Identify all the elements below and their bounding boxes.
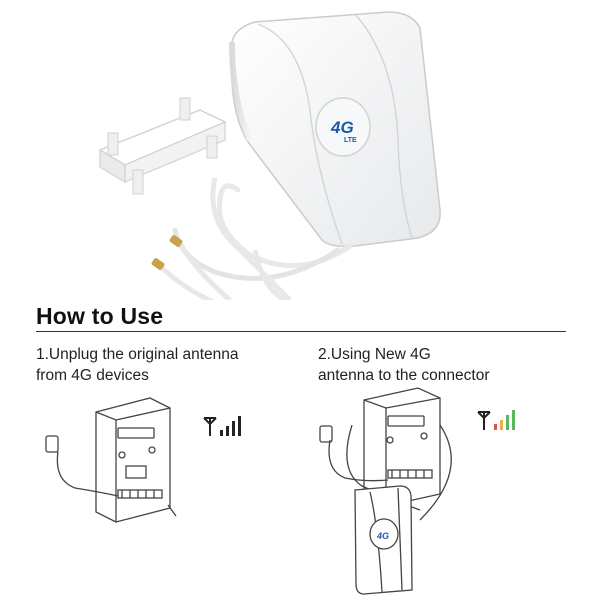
step-1-line-1: 1.Unplug the original antenna (36, 346, 239, 363)
4g-lte-badge: 4G LTE (315, 97, 371, 157)
step-2-antenna-illustration: 4G (354, 485, 413, 595)
step-1-text: 1.Unplug the original antenna from 4G de… (36, 344, 239, 386)
step-2-router-illustration (319, 387, 452, 521)
antenna-badge-text: 4G (376, 531, 389, 541)
step-1-router-illustration (45, 397, 177, 523)
how-to-use-heading: How to Use (36, 303, 164, 329)
step-1-signal-icon (203, 416, 241, 436)
badge-main-text: 4G (330, 118, 354, 137)
step-2-text: 2.Using New 4G antenna to the connector (318, 344, 490, 386)
step-2-signal-bar (506, 415, 509, 430)
step-2-signal-bar (512, 410, 515, 430)
step-1-line-2: from 4G devices (36, 367, 149, 384)
product-photo: 4G LTE (98, 11, 441, 300)
step-2-line-1: 2.Using New 4G (318, 346, 431, 363)
sma-connectors (151, 235, 232, 300)
heading-divider (36, 331, 566, 332)
step-1-signal-bar (226, 426, 229, 436)
step-2-signal-icon (477, 410, 515, 430)
step-1-signal-bar (238, 416, 241, 436)
step-1-signal-bar (220, 430, 223, 436)
step-1-signal-bar (232, 421, 235, 436)
step-2-line-2: antenna to the connector (318, 367, 490, 384)
mounting-bracket (98, 97, 227, 195)
step-2-signal-bar (494, 424, 497, 430)
step-2-signal-bar (500, 420, 503, 430)
badge-sub-text: LTE (344, 137, 357, 144)
